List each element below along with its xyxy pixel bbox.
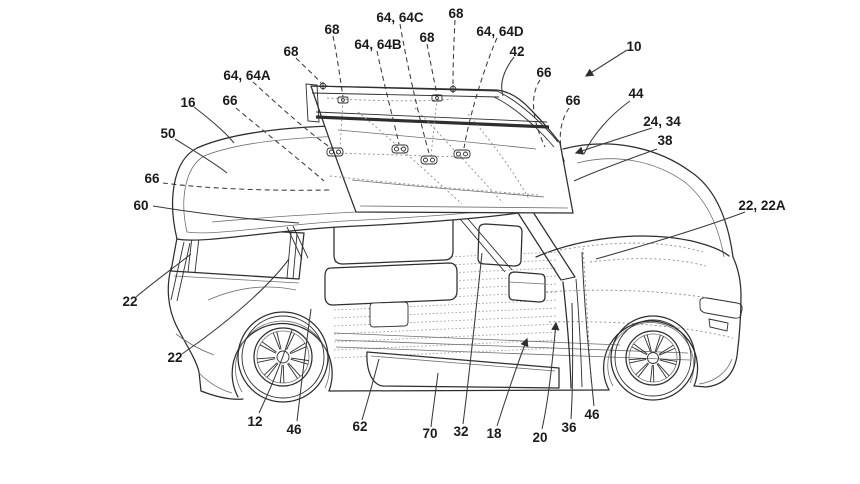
ref-label-38: 38 <box>657 133 673 148</box>
ref-label-66: 66 <box>536 65 552 80</box>
ref-label-6464A: 64, 64A <box>223 68 271 83</box>
leader-lines <box>135 19 746 430</box>
rear-wheel <box>237 311 329 403</box>
ref-label-66: 66 <box>565 93 581 108</box>
door-panel-assembly <box>305 82 574 214</box>
ref-label-66: 66 <box>222 93 238 108</box>
ref-label-68: 68 <box>324 22 340 37</box>
ref-label-36: 36 <box>561 420 577 435</box>
ref-label-22: 22 <box>122 294 137 309</box>
front-seat <box>477 223 523 267</box>
ref-label-18: 18 <box>486 426 502 441</box>
ref-label-20: 20 <box>532 430 547 445</box>
ref-label-46: 46 <box>286 422 302 437</box>
ref-label-68: 68 <box>448 6 464 21</box>
ref-label-12: 12 <box>247 414 262 429</box>
front-wheel <box>610 315 696 401</box>
ref-label-6464D: 64, 64D <box>476 24 524 39</box>
ref-label-50: 50 <box>160 126 175 141</box>
ref-label-16: 16 <box>180 95 196 110</box>
ref-label-62: 62 <box>352 419 367 434</box>
ref-label-68: 68 <box>283 44 299 59</box>
ref-label-68: 68 <box>419 30 435 45</box>
ref-label-6464B: 64, 64B <box>354 37 402 52</box>
reference-numerals: 68 68 64, 64C 68 68 64, 64D 42 64, 64B 64, 64A 66… <box>122 6 785 445</box>
ref-label-60: 60 <box>133 198 148 213</box>
ref-label-42: 42 <box>509 44 524 59</box>
hinge-and-latch-fittings <box>318 82 471 165</box>
ref-label-46: 46 <box>584 407 600 422</box>
ref-label-10: 10 <box>626 39 641 54</box>
ref-label-32: 32 <box>453 424 468 439</box>
ref-label-44: 44 <box>628 86 644 101</box>
ref-label-66: 66 <box>144 171 160 186</box>
ref-label-2434: 24, 34 <box>643 114 681 129</box>
ref-label-70: 70 <box>422 426 437 441</box>
console-box <box>508 271 546 303</box>
ref-label-2222A: 22, 22A <box>738 198 786 213</box>
running-board-step <box>366 351 560 389</box>
ref-label-22: 22 <box>167 350 182 365</box>
ref-label-6464C: 64, 64C <box>376 10 424 25</box>
